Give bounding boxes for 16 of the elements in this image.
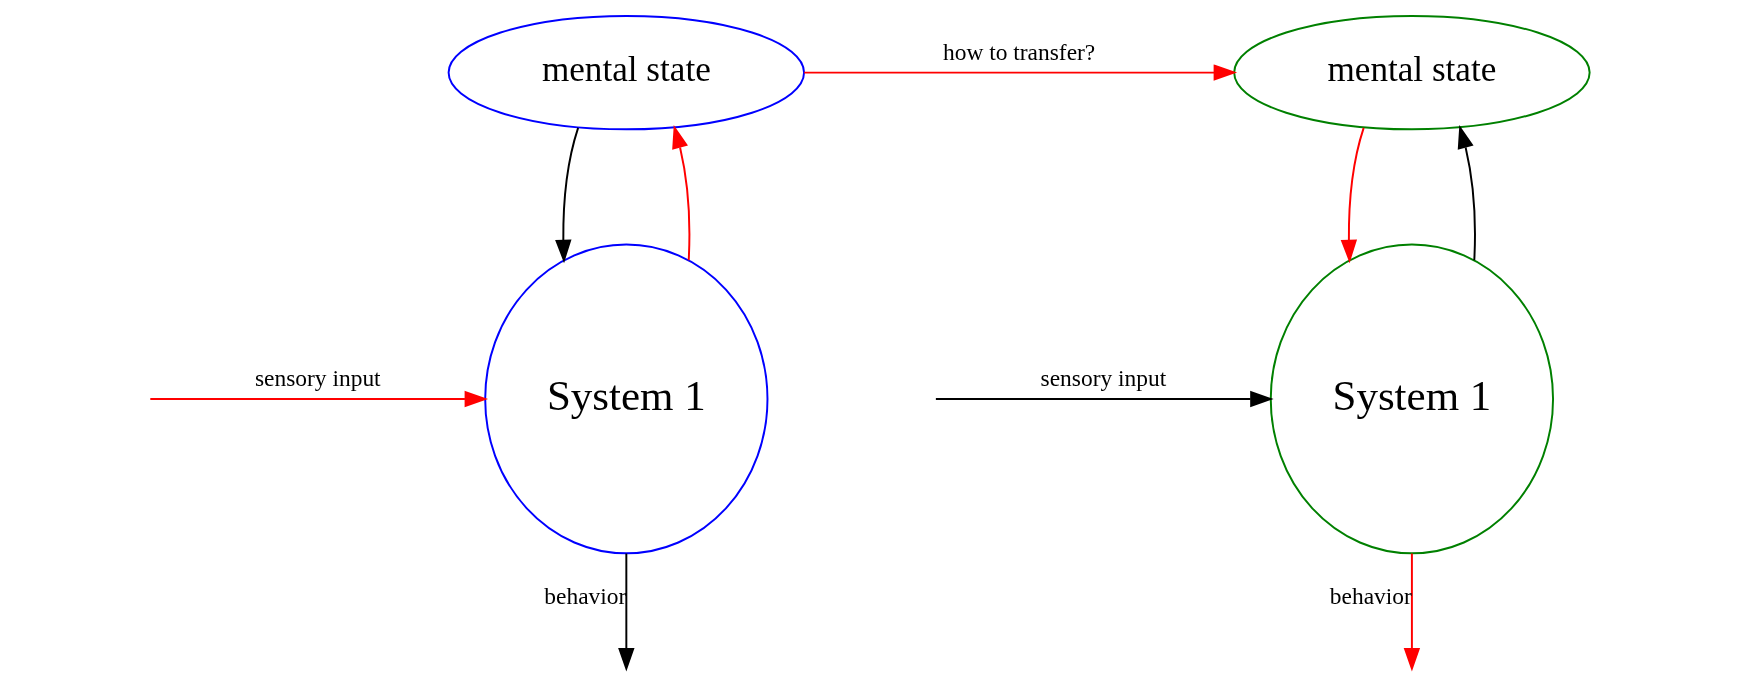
arrow xyxy=(149,390,489,408)
arrow xyxy=(1340,126,1365,264)
arrow xyxy=(1457,125,1476,262)
node-circle: System 1 xyxy=(1269,243,1555,555)
arrow xyxy=(555,126,580,264)
arrow xyxy=(672,125,691,262)
edge-label: sensory input xyxy=(254,365,381,392)
edge-label: how to transfer? xyxy=(942,39,1096,66)
arrow xyxy=(803,64,1238,81)
arrow xyxy=(618,552,635,672)
edge-label: sensory input xyxy=(1040,365,1167,392)
arrow xyxy=(934,390,1274,408)
node-circle: System 1 xyxy=(484,243,769,555)
node-ellipse: mental state xyxy=(447,14,806,131)
arrow xyxy=(1403,552,1421,672)
node-ellipse: mental state xyxy=(1233,14,1591,131)
